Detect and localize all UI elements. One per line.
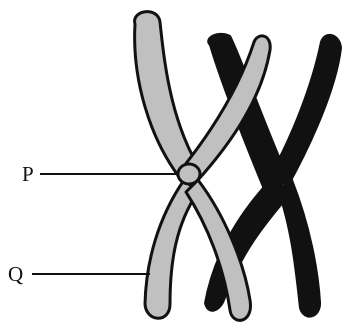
dark-chromosome-arm-lower-right [276, 178, 322, 318]
label-p: P [22, 162, 34, 186]
grey-chromosome-arm-lower-right [184, 178, 252, 322]
label-q-group: Q [8, 262, 150, 286]
dark-chromosome-arm-upper-right [268, 33, 343, 188]
grey-chromosome-arm-lower-left [143, 178, 200, 320]
centromere [176, 162, 202, 186]
label-q: Q [8, 262, 23, 286]
grey-chromosome-arm-upper-right [182, 34, 272, 182]
dark-chromosome [203, 32, 343, 318]
label-p-group: P [22, 162, 179, 186]
dark-chromosome-arm-upper-left [207, 32, 290, 196]
grey-chromosome [133, 10, 272, 322]
grey-chromosome-arm-upper-left [133, 10, 200, 184]
